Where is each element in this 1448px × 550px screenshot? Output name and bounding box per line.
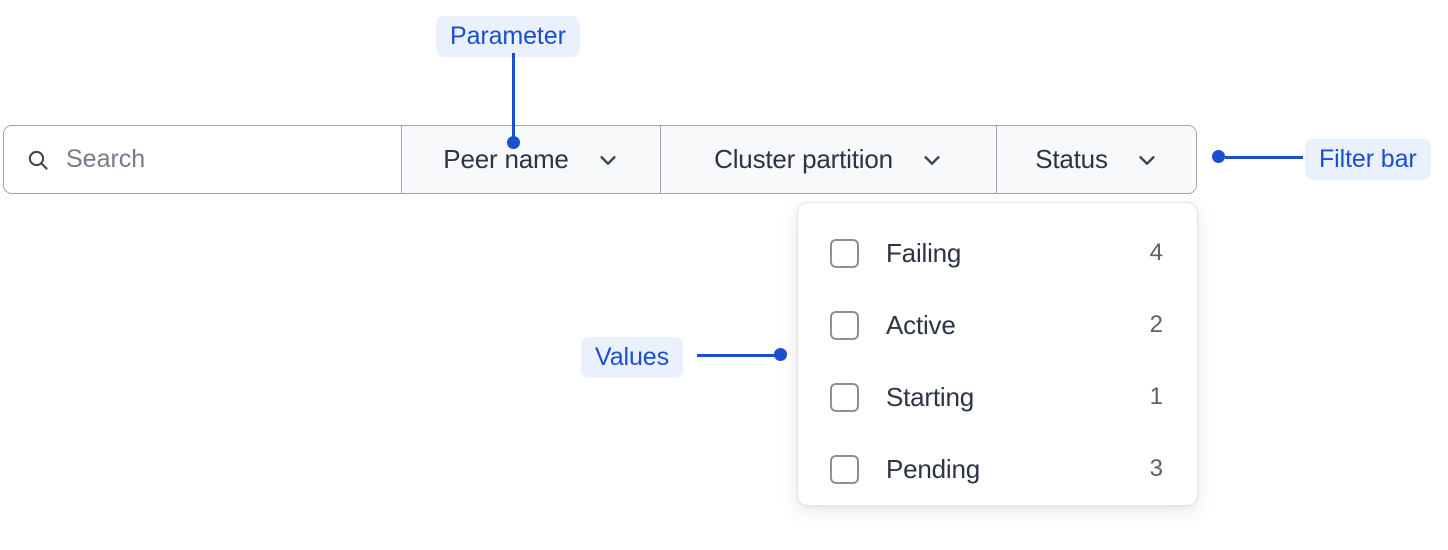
checkbox-failing[interactable] xyxy=(830,238,859,268)
checkbox-pending[interactable] xyxy=(830,454,859,484)
checkbox-active[interactable] xyxy=(830,310,859,340)
annotation-leader-line-filter-bar xyxy=(1225,156,1303,159)
checkbox-starting[interactable] xyxy=(830,382,859,412)
filter-bar: Peer name Cluster partition Status xyxy=(3,125,1197,194)
chevron-down-icon xyxy=(924,155,940,165)
filter-label-cluster-partition: Cluster partition xyxy=(714,144,893,174)
dropdown-option-active[interactable]: Active 2 xyxy=(798,289,1197,361)
chevron-down-icon xyxy=(600,155,616,165)
filter-label-peer-name: Peer name xyxy=(443,144,569,174)
annotation-leader-line-parameter xyxy=(512,53,515,142)
dropdown-option-label: Active xyxy=(886,309,956,340)
dropdown-option-failing[interactable]: Failing 4 xyxy=(798,217,1197,289)
filter-dropdown-status[interactable]: Status xyxy=(997,126,1196,193)
status-dropdown-panel: Failing 4 Active 2 Starting 1 Pending 3 xyxy=(797,202,1198,506)
annotation-label-parameter: Parameter xyxy=(436,16,580,57)
filter-dropdown-peer-name[interactable]: Peer name xyxy=(402,126,661,193)
dropdown-option-label: Failing xyxy=(886,237,962,268)
chevron-down-icon xyxy=(1139,155,1155,165)
dropdown-option-label: Pending xyxy=(886,453,981,484)
annotation-endpoint-dot-parameter xyxy=(507,136,520,149)
dropdown-option-label: Starting xyxy=(886,381,975,412)
annotation-endpoint-dot-filter-bar xyxy=(1212,150,1225,163)
search-icon xyxy=(28,150,48,170)
annotation-endpoint-dot-values xyxy=(774,348,787,361)
dropdown-option-count: 2 xyxy=(1149,311,1163,338)
annotation-label-filter-bar: Filter bar xyxy=(1305,139,1431,180)
dropdown-option-pending[interactable]: Pending 3 xyxy=(798,433,1197,505)
dropdown-option-count: 1 xyxy=(1149,383,1163,410)
annotation-leader-line-values xyxy=(697,354,780,357)
annotation-label-values: Values xyxy=(581,337,683,378)
filter-dropdown-cluster-partition[interactable]: Cluster partition xyxy=(661,126,997,193)
search-field[interactable] xyxy=(4,126,402,193)
filter-label-status: Status xyxy=(1035,144,1108,174)
dropdown-option-starting[interactable]: Starting 1 xyxy=(798,361,1197,433)
dropdown-option-count: 3 xyxy=(1149,455,1163,482)
dropdown-option-count: 4 xyxy=(1149,239,1163,266)
search-input[interactable] xyxy=(66,145,379,174)
